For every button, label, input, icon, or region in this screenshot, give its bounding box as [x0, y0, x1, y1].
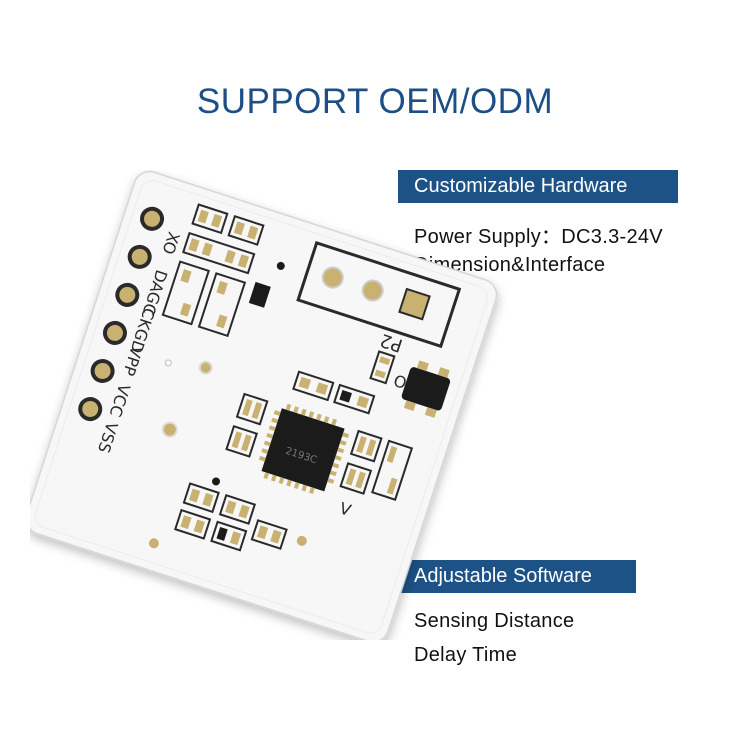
radar-module-board-image: XO DAGC CKGD VPP VCC VSS P2 — [30, 170, 498, 640]
software-badge: Adjustable Software — [398, 560, 636, 593]
hardware-badge: Customizable Hardware — [398, 170, 678, 203]
header-pins — [78, 206, 165, 422]
spec-dimension-interface: Dimension&Interface — [414, 254, 606, 276]
page-title: SUPPORT OEM/ODM — [196, 82, 554, 121]
spec-delay-time: Delay Time — [414, 644, 518, 666]
right-components: O — [369, 350, 451, 418]
smd-components-center — [225, 370, 414, 501]
smd-components-left — [161, 203, 271, 338]
connector-p2: P2 — [296, 240, 462, 356]
spec-power-supply: Power Supply：DC3.3-24V — [414, 226, 663, 248]
spec-sensing-distance: Sensing Distance — [414, 610, 575, 632]
vias — [148, 261, 307, 549]
silk-o-label: O — [391, 371, 409, 393]
main-ic: 2193C V — [258, 403, 353, 520]
smd-components-bottom — [174, 482, 288, 552]
